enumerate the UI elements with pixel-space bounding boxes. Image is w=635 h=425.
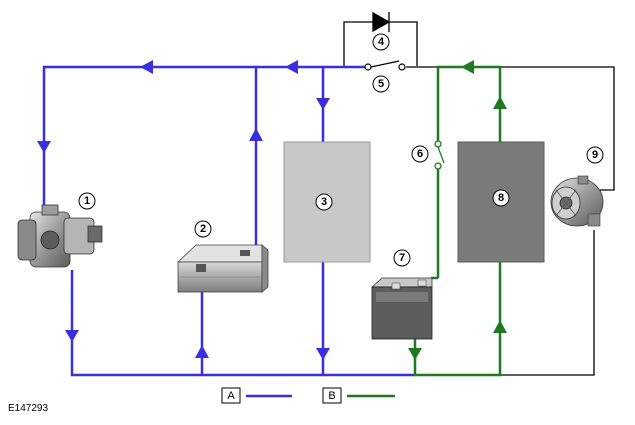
legend-a-box [221, 387, 241, 404]
callout-3: 3 [315, 193, 333, 211]
callout-4-label: 4 [378, 36, 385, 48]
callout-8-label: 8 [498, 192, 504, 204]
callout-9-label: 9 [592, 149, 598, 161]
arrow-up [493, 96, 507, 109]
arrow-down [408, 348, 422, 360]
starter-motor-icon [17, 204, 103, 268]
flow-arrows-b [408, 60, 507, 360]
callout-1-label: 1 [84, 195, 90, 207]
arrow-up [195, 345, 209, 358]
arrow-down [316, 98, 330, 110]
figure-id: E147293 [8, 403, 48, 414]
arrow-up [249, 128, 263, 141]
callout-5: 5 [372, 75, 390, 93]
callout-7-label: 7 [399, 252, 405, 264]
callout-4: 4 [372, 33, 390, 51]
relay-switch-icon [364, 60, 406, 71]
legend-b-label: B [328, 390, 335, 402]
arrow-left [461, 60, 474, 74]
alternator-icon [550, 175, 604, 227]
callout-1: 1 [78, 192, 96, 210]
arrow-left [140, 60, 153, 74]
callout-7: 7 [393, 249, 411, 267]
callout-2-label: 2 [200, 223, 206, 235]
legend-a-label: A [227, 390, 235, 402]
arrow-down [37, 141, 51, 153]
callout-5-label: 5 [378, 78, 384, 90]
arrow-left [285, 60, 298, 74]
legend: A B [221, 387, 395, 404]
legend-b-box [322, 387, 342, 404]
arrow-down [65, 330, 79, 342]
open-switch-icon [434, 140, 445, 170]
callout-8: 8 [492, 189, 510, 207]
diode-icon [372, 11, 391, 33]
arrow-up [493, 320, 507, 333]
main-battery-icon [176, 244, 269, 293]
flow-arrows-a [37, 60, 330, 360]
auxiliary-battery-icon [370, 277, 433, 340]
callout-3-label: 3 [321, 196, 327, 208]
callout-9: 9 [586, 146, 604, 164]
callout-2: 2 [194, 220, 212, 238]
callout-6: 6 [411, 145, 429, 163]
callout-6-label: 6 [417, 148, 423, 160]
arrow-down [316, 348, 330, 360]
module-box-dark [457, 141, 545, 263]
